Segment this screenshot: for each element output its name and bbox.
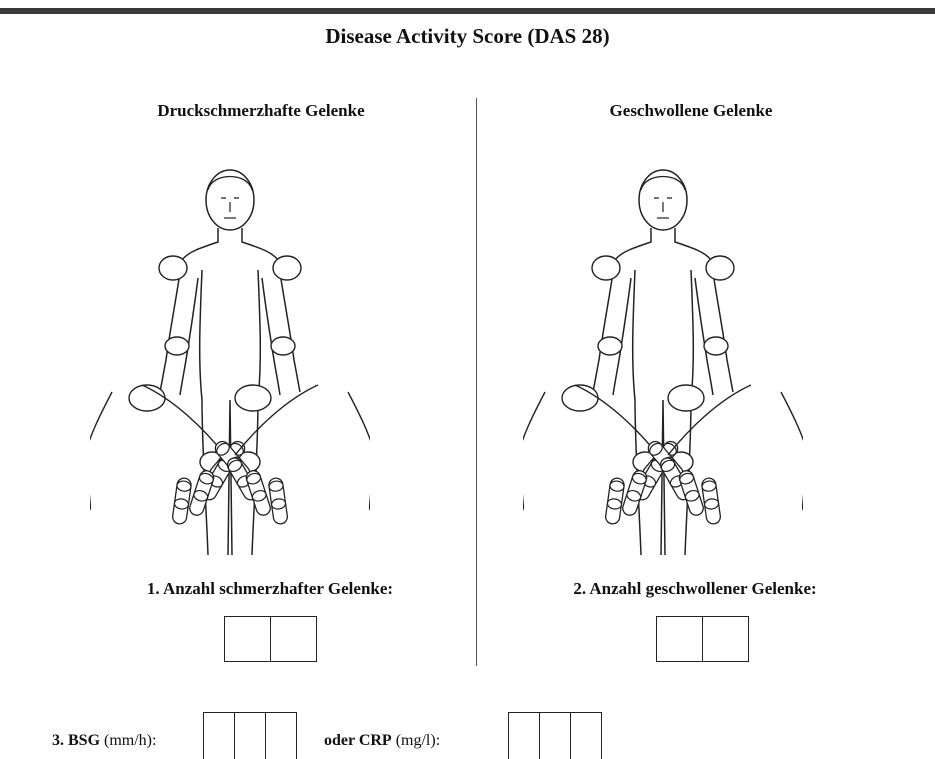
finger bbox=[802, 467, 803, 514]
head bbox=[639, 170, 687, 230]
finger bbox=[369, 467, 370, 514]
right-elbow-joint bbox=[704, 337, 728, 355]
left-elbow-joint bbox=[165, 337, 189, 355]
tender-joints-body-diagram bbox=[90, 160, 370, 560]
left-shoulder-joint bbox=[159, 256, 187, 280]
swollen-joints-body-diagram bbox=[523, 160, 803, 560]
lab-values-row: 3. BSG (mm/h): oder CRP (mg/l): bbox=[0, 712, 935, 758]
crp-digit-2[interactable] bbox=[540, 713, 571, 759]
finger bbox=[268, 477, 288, 525]
right-elbow-joint bbox=[271, 337, 295, 355]
swollen-joints-count-label: 2. Anzahl geschwollener Gelenke: bbox=[505, 579, 885, 599]
head bbox=[206, 170, 254, 230]
finger bbox=[172, 477, 192, 525]
left-elbow-joint bbox=[598, 337, 622, 355]
bsg-unit: (mm/h): bbox=[100, 732, 156, 749]
right-wrist-joint bbox=[235, 385, 271, 411]
right-wrist-joint bbox=[668, 385, 704, 411]
swollen-joints-digit-1[interactable] bbox=[657, 617, 703, 661]
tender-joints-count-field[interactable] bbox=[224, 616, 317, 662]
tender-joints-count-label: 1. Anzahl schmerzhafter Gelenke: bbox=[80, 579, 460, 599]
page-title: Disease Activity Score (DAS 28) bbox=[0, 24, 935, 49]
bsg-digit-2[interactable] bbox=[235, 713, 266, 759]
crp-unit: (mg/l): bbox=[392, 732, 440, 749]
crp-digit-1[interactable] bbox=[509, 713, 540, 759]
column-divider bbox=[476, 98, 477, 666]
top-rule bbox=[0, 8, 935, 14]
left-shoulder-joint bbox=[592, 256, 620, 280]
bsg-digit-3[interactable] bbox=[266, 713, 296, 759]
finger bbox=[523, 467, 524, 514]
swollen-joints-heading: Geschwollene Gelenke bbox=[541, 101, 841, 121]
tender-joints-digit-1[interactable] bbox=[225, 617, 271, 661]
crp-field[interactable] bbox=[508, 712, 602, 759]
finger bbox=[701, 477, 721, 525]
crp-digit-3[interactable] bbox=[571, 713, 601, 759]
bsg-field[interactable] bbox=[203, 712, 297, 759]
bsg-label: 3. BSG (mm/h): bbox=[52, 732, 156, 750]
left-wrist-joint bbox=[562, 385, 598, 411]
finger bbox=[90, 467, 91, 514]
tender-joints-heading: Druckschmerzhafte Gelenke bbox=[111, 101, 411, 121]
tender-joints-digit-2[interactable] bbox=[271, 617, 316, 661]
swollen-joints-digit-2[interactable] bbox=[703, 617, 748, 661]
finger bbox=[605, 477, 625, 525]
crp-label: oder CRP (mg/l): bbox=[324, 732, 440, 750]
swollen-joints-count-field[interactable] bbox=[656, 616, 749, 662]
crp-label-name: oder CRP bbox=[324, 732, 392, 749]
right-shoulder-joint bbox=[706, 256, 734, 280]
left-wrist-joint bbox=[129, 385, 165, 411]
bsg-digit-1[interactable] bbox=[204, 713, 235, 759]
bsg-label-name: 3. BSG bbox=[52, 732, 100, 749]
right-shoulder-joint bbox=[273, 256, 301, 280]
